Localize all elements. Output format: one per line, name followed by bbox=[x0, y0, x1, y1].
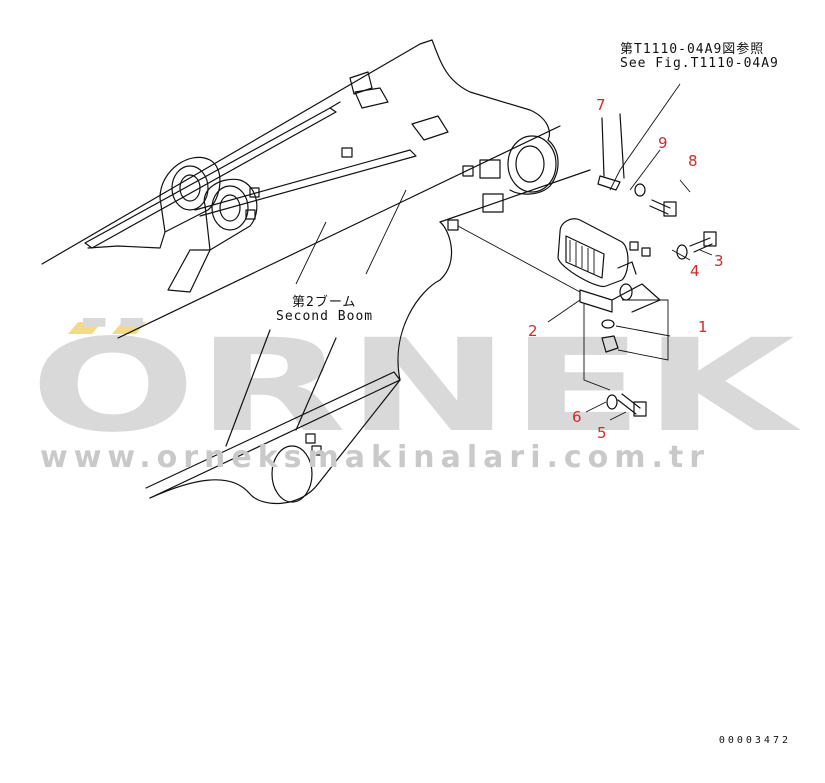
watermark-url: www.orneksmakinalari.com.tr bbox=[40, 440, 711, 475]
document-number: 00003472 bbox=[718, 735, 791, 746]
callout-2: 2 bbox=[528, 322, 538, 340]
callout-5: 5 bbox=[597, 424, 607, 442]
callout-9: 9 bbox=[658, 134, 668, 152]
callout-7: 7 bbox=[596, 96, 606, 114]
watermark-accent-right bbox=[112, 322, 146, 334]
callout-3: 3 bbox=[714, 252, 724, 270]
boom-label-en: Second Boom bbox=[276, 309, 374, 324]
boom-label-jp: 第2ブーム bbox=[292, 295, 357, 310]
callout-8: 8 bbox=[688, 152, 698, 170]
work-lamp-assembly bbox=[457, 83, 717, 421]
callout-4: 4 bbox=[690, 262, 700, 280]
reference-en: See Fig.T1110-04A9 bbox=[620, 56, 779, 71]
watermark-brand: ÖRNEK bbox=[30, 318, 800, 438]
watermark-accent-left bbox=[68, 322, 102, 334]
second-boom bbox=[41, 39, 591, 505]
reference-jp: 第T1110-04A9図参照 bbox=[620, 42, 765, 57]
callout-6: 6 bbox=[572, 408, 582, 426]
callout-1: 1 bbox=[698, 318, 708, 336]
watermark-brand-text: ÖRNEK bbox=[30, 318, 800, 438]
